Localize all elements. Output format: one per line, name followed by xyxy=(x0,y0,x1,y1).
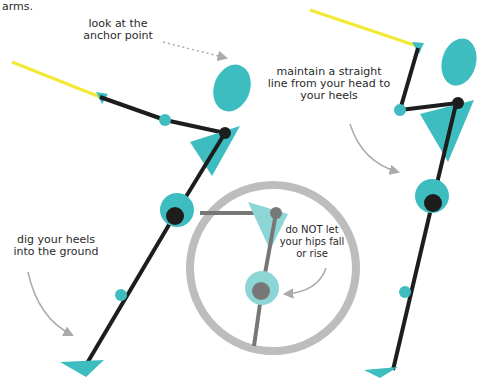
strap xyxy=(310,10,417,46)
hip xyxy=(245,271,279,305)
hip-joint xyxy=(166,207,184,225)
strap xyxy=(12,62,100,97)
leg xyxy=(86,213,176,365)
head xyxy=(436,34,478,89)
note-label: look at the anchor point xyxy=(76,18,160,42)
knee-joint xyxy=(115,289,127,301)
foot xyxy=(60,360,104,377)
leader-arrow xyxy=(28,272,72,335)
hip-joint xyxy=(424,194,442,212)
hip-inset xyxy=(190,185,356,351)
hip-joint xyxy=(252,282,270,300)
shoulder-joint xyxy=(219,127,231,139)
label-text: dig your heels into the ground xyxy=(13,233,98,258)
note-label: maintain a straight line from your head … xyxy=(266,66,392,102)
shoulder-joint xyxy=(452,97,464,109)
label-text: arms. xyxy=(2,0,33,13)
note-label: dig your heels into the ground xyxy=(8,234,104,258)
leader-lines xyxy=(28,42,398,335)
magnifier-ring xyxy=(190,185,356,351)
leader-arrow xyxy=(350,124,398,172)
warning-label: do NOT let your hips fall or rise xyxy=(279,224,345,260)
knee-joint xyxy=(399,286,411,298)
leader-arrow xyxy=(285,268,326,294)
elbow-joint xyxy=(394,104,406,116)
leader-arrow xyxy=(163,42,226,58)
hip xyxy=(415,179,449,213)
label-text: maintain a straight line from your head … xyxy=(268,65,391,102)
elbow-joint xyxy=(159,114,171,126)
foot xyxy=(364,367,398,378)
shoulder-joint xyxy=(270,207,282,219)
caption-fragment: arms. xyxy=(2,1,46,13)
torso-shirt xyxy=(420,100,474,162)
label-text: do NOT let your hips fall or rise xyxy=(280,224,345,259)
arm xyxy=(100,97,225,133)
head xyxy=(207,59,257,116)
leg xyxy=(393,200,433,370)
label-text: look at the anchor point xyxy=(83,17,153,42)
hip xyxy=(160,193,194,227)
